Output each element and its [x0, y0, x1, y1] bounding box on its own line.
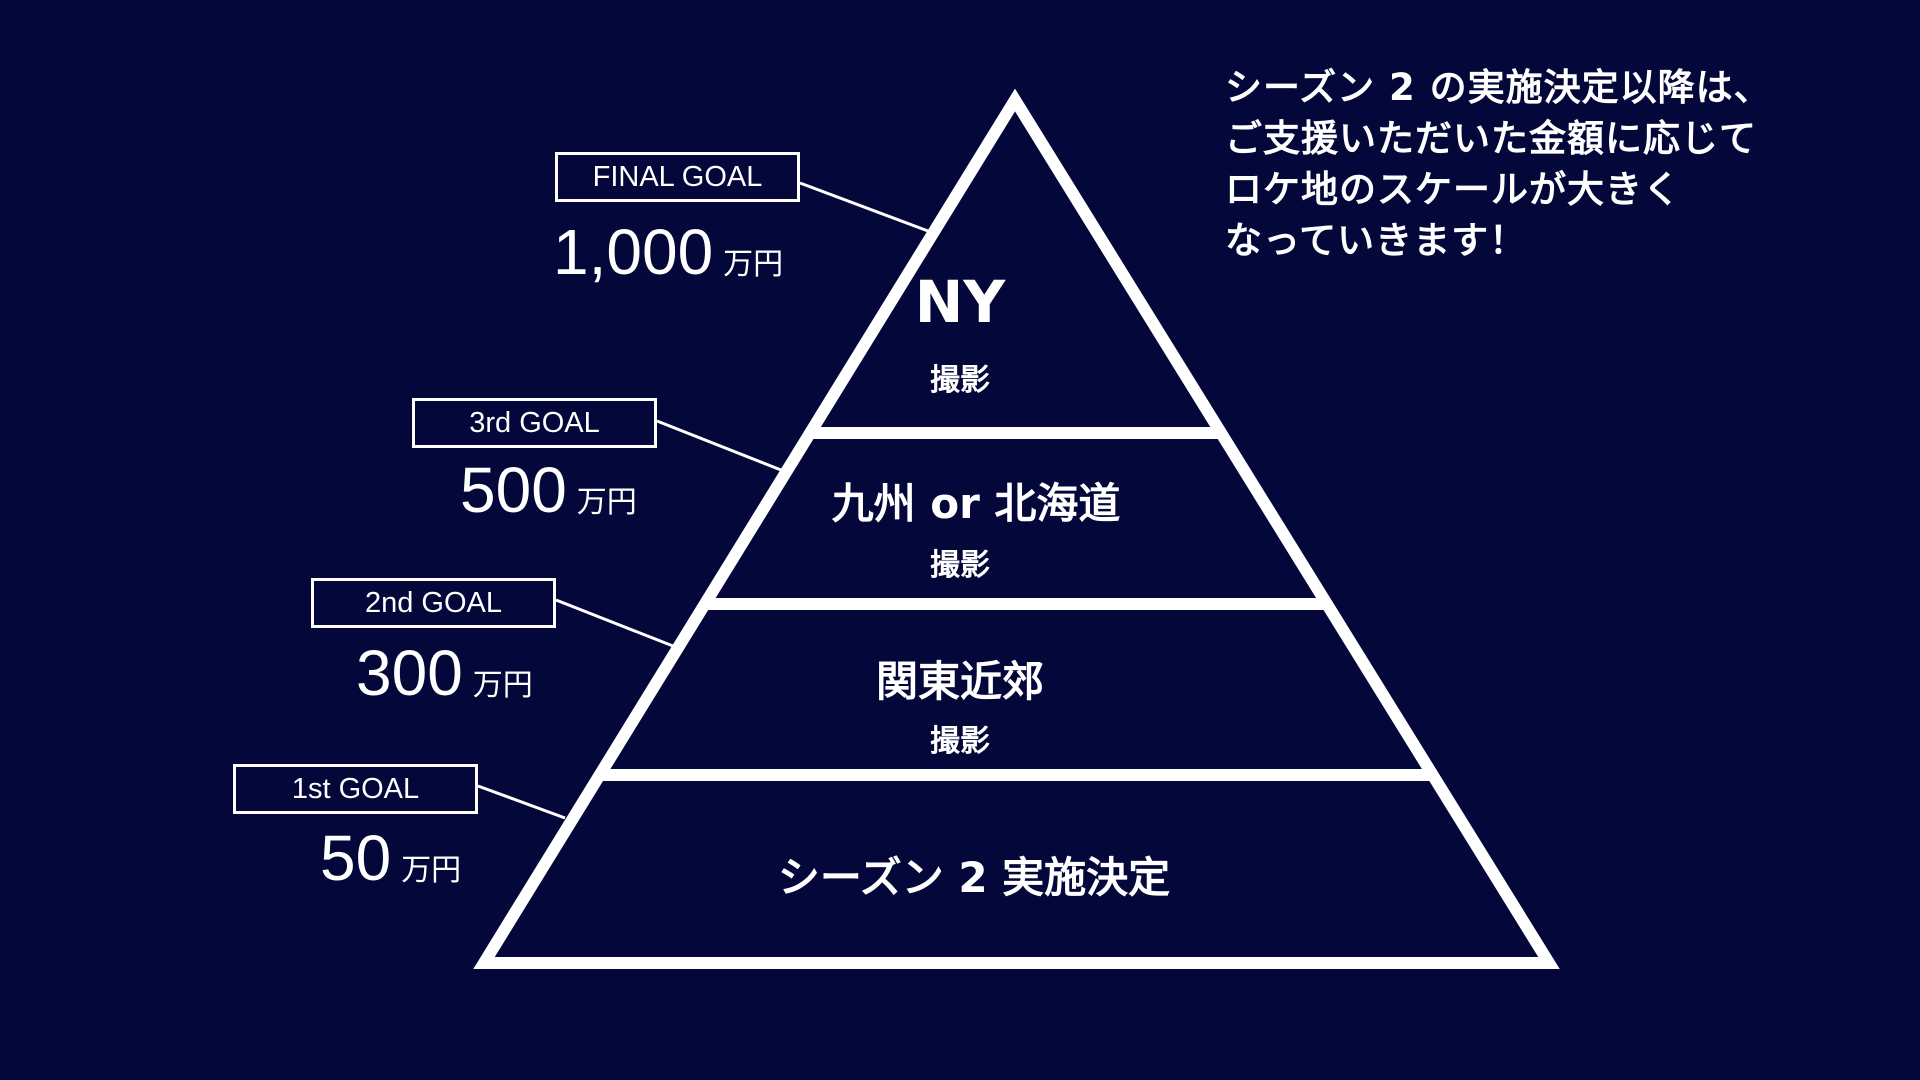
leader-line-1st [477, 784, 566, 820]
tier-season2-title: シーズン 2 実施決定 [777, 853, 1171, 902]
tier-kyushu-hokkaido-subtitle: 撮影 [930, 548, 990, 583]
note-line: ご支援いただいた金額に応じて [1225, 117, 1757, 160]
goal-2nd-amount-value: 300 [356, 637, 463, 709]
goal-2nd-label: 2nd GOAL [311, 578, 556, 628]
tier-kanto-title: 関東近郊 [875, 657, 1044, 706]
goal-3rd-amount-unit: 万円 [576, 485, 637, 520]
note-line: シーズン 2 の実施決定以降は、 [1225, 66, 1772, 109]
goal-final-amount: 1,000 万円 [553, 215, 783, 289]
tier-ny-subtitle: 撮影 [930, 363, 990, 398]
goal-3rd-amount-value: 500 [460, 454, 567, 526]
goal-final-amount-unit: 万円 [723, 247, 784, 282]
goal-final-amount-value: 1,000 [553, 216, 714, 288]
leader-line-final [799, 181, 929, 233]
tier-ny-title: NY [914, 268, 1006, 336]
goal-final-label: FINAL GOAL [555, 152, 800, 202]
leader-line-2nd [555, 598, 674, 648]
note-line: なっていきます！ [1225, 219, 1528, 262]
goal-1st-amount-value: 50 [320, 822, 392, 894]
goal-3rd-label: 3rd GOAL [412, 398, 657, 448]
explanation-note: シーズン 2 の実施決定以降は、 ご支援いただいた金額に応じて ロケ地のスケール… [1225, 62, 1845, 266]
pyramid-outline [473, 88, 1560, 969]
leader-line-3rd [656, 419, 782, 472]
goal-1st-label: 1st GOAL [233, 764, 478, 814]
goal-1st-amount-unit: 万円 [401, 853, 462, 888]
goal-2nd-amount-unit: 万円 [472, 668, 533, 703]
tier-kanto-subtitle: 撮影 [930, 724, 990, 759]
goal-1st-amount: 50 万円 [320, 821, 461, 895]
goal-3rd-amount: 500 万円 [460, 453, 637, 527]
goal-2nd-amount: 300 万円 [356, 636, 533, 710]
note-line: ロケ地のスケールが大きく [1225, 168, 1681, 211]
tier-kyushu-hokkaido-title: 九州 or 北海道 [831, 479, 1121, 528]
